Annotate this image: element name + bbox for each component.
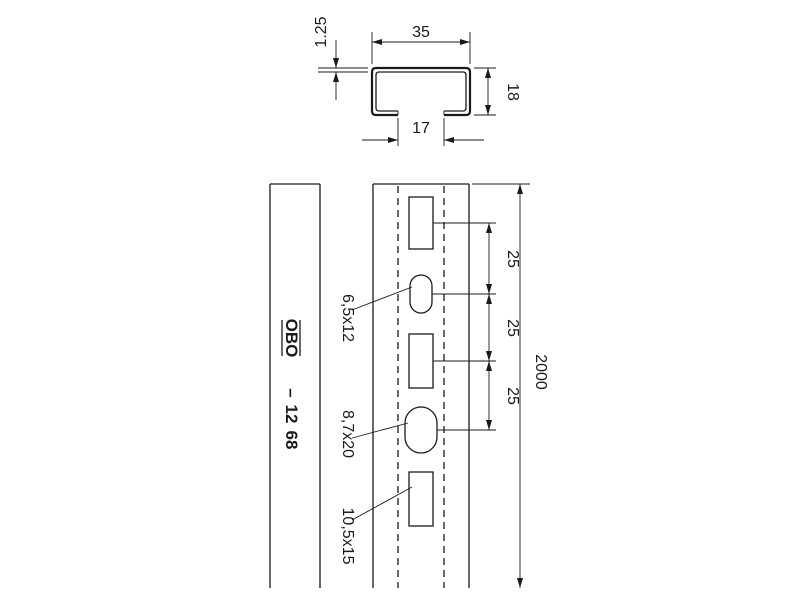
- rect-slot-hole: [408, 333, 434, 389]
- marking-code-part1: 12: [282, 405, 301, 424]
- rect-slot-hole: [408, 196, 434, 250]
- arrow-head: [444, 137, 454, 143]
- arrow-head: [372, 39, 382, 45]
- profile-marking: OBO – 12 68: [281, 319, 301, 450]
- dim-hole-spacing: 25 25 25: [432, 222, 521, 431]
- dim-height: 18: [474, 67, 521, 116]
- arrow-head: [486, 284, 492, 294]
- arrow-head: [460, 39, 470, 45]
- small-slot-hole: [409, 274, 433, 314]
- arrow-head: [486, 420, 492, 430]
- label-small-slot: 6,5x12: [339, 294, 356, 342]
- profile-side-view: OBO – 12 68: [269, 183, 321, 588]
- arrow-head: [333, 72, 339, 82]
- arrow-head: [486, 294, 492, 304]
- dim-opening: 17: [362, 118, 484, 146]
- arrow-head: [517, 578, 523, 588]
- dim-text-opening: 17: [412, 120, 430, 137]
- dim-text-width: 35: [412, 24, 430, 41]
- arrow-head: [333, 58, 339, 68]
- dim-text-pitch-3: 25: [504, 387, 521, 405]
- dim-thickness: 1.25: [313, 16, 368, 100]
- profile-outline-inner: [375, 71, 467, 112]
- leader-line-small-slot: [351, 286, 413, 311]
- dim-length: 2000: [472, 183, 549, 588]
- arrow-head: [486, 223, 492, 233]
- marking-code-part2: 68: [282, 431, 301, 450]
- marking-dash: –: [282, 388, 301, 397]
- brand-logo: OBO: [282, 319, 301, 358]
- arrow-head: [485, 105, 491, 115]
- profile-outline-outer: [370, 66, 472, 117]
- arrow-head: [486, 351, 492, 361]
- leader-line-large-slot: [351, 422, 409, 439]
- rect-slot-hole: [408, 471, 434, 527]
- leader-line-rect-slot: [351, 486, 413, 521]
- dim-width: 35: [371, 24, 471, 64]
- large-slot-hole: [404, 406, 438, 454]
- dim-text-thickness: 1.25: [313, 16, 330, 47]
- hole-callouts: 6,5x12 8,7x20 10,5x15: [339, 286, 413, 565]
- label-large-slot: 8,7x20: [339, 410, 356, 458]
- arrow-head: [485, 68, 491, 78]
- label-rect-slot: 10,5x15: [339, 508, 356, 565]
- arrow-head: [517, 184, 523, 194]
- dim-text-pitch-1: 25: [504, 250, 521, 268]
- dim-text-length: 2000: [532, 354, 549, 390]
- profile-front-view: [372, 183, 470, 588]
- arrow-head: [388, 137, 398, 143]
- dim-text-height: 18: [504, 83, 521, 101]
- dim-text-pitch-2: 25: [504, 319, 521, 337]
- arrow-head: [486, 361, 492, 371]
- profile-cross-section: [370, 66, 472, 117]
